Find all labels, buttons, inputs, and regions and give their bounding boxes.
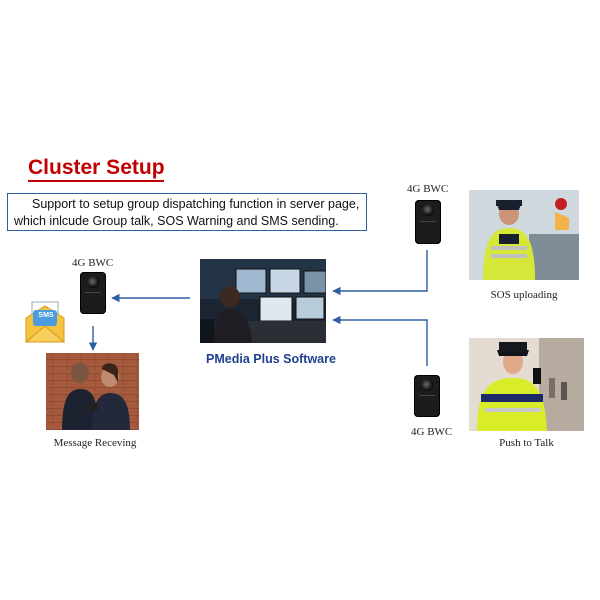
left-bwc-camera [80, 272, 106, 314]
sms-badge: SMS [38, 312, 54, 319]
push-to-talk-photo [469, 338, 584, 431]
left-bwc-label: 4G BWC [72, 257, 114, 269]
sms-envelope-icon: SMS [24, 300, 66, 344]
camera-lens-icon [422, 204, 434, 216]
camera-lens-icon [421, 379, 433, 391]
bottom-right-bwc-camera [414, 375, 440, 417]
sos-caption: SOS uploading [490, 289, 558, 301]
software-label: PMedia Plus Software [206, 352, 336, 366]
push-to-talk-caption: Push to Talk [499, 437, 554, 449]
message-receiving-photo [46, 353, 139, 430]
description-box: Support to setup group dispatching funct… [7, 193, 367, 231]
arrow-bottom-bwc-to-software [332, 315, 428, 366]
top-right-bwc-camera [415, 200, 441, 244]
camera-lens-icon [87, 276, 99, 288]
arrow-top-bwc-to-software [332, 250, 428, 296]
top-right-bwc-label: 4G BWC [407, 183, 449, 195]
page-title: Cluster Setup [28, 156, 165, 179]
bottom-right-bwc-label: 4G BWC [411, 426, 453, 438]
title-underline [28, 180, 164, 182]
sos-uploading-photo [469, 190, 579, 280]
software-photo [200, 259, 326, 343]
message-caption: Message Receving [53, 437, 137, 449]
